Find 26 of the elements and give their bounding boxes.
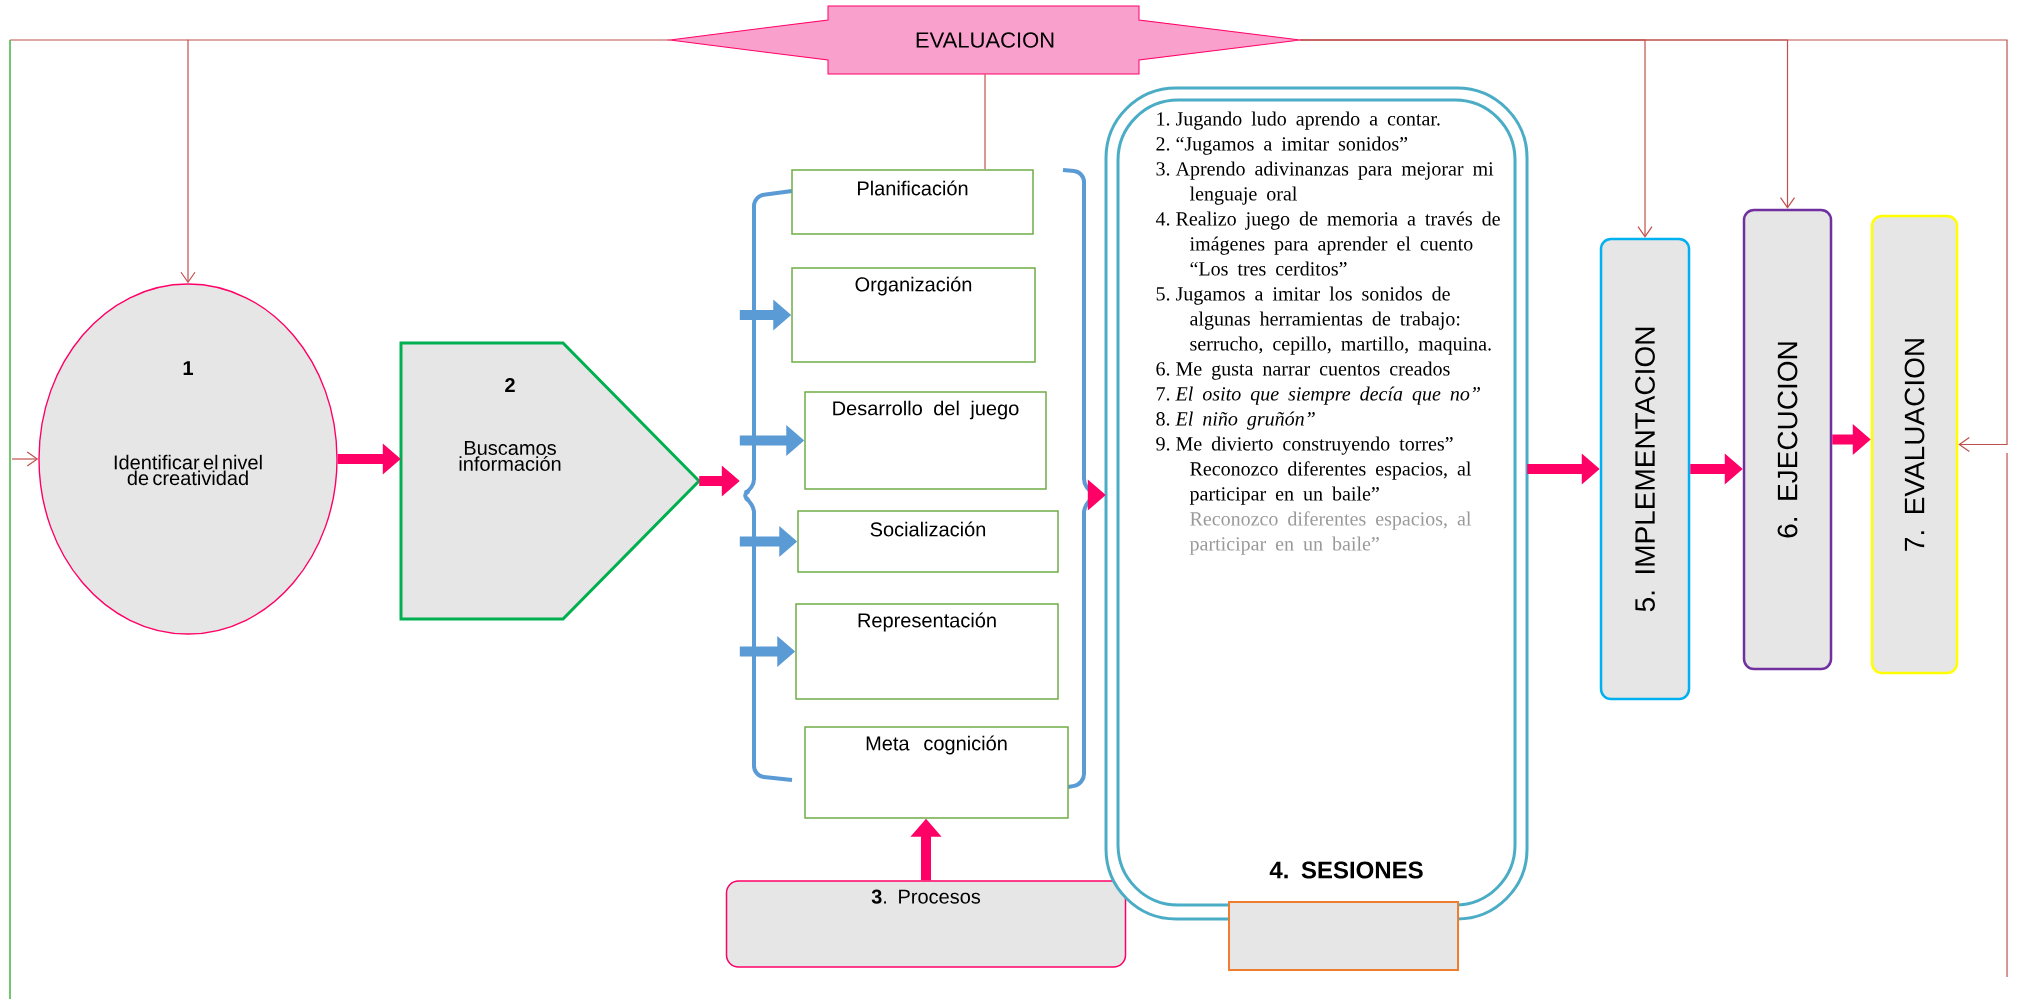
arrow — [1299, 39, 2008, 453]
stage-box: 7. EVALUACION — [1870, 214, 1959, 675]
stage-box: 5. IMPLEMENTACION — [1599, 237, 1691, 701]
list-item: 2. “Jugamos a imitar sonidos” — [1156, 136, 1408, 155]
stage-box: 6. EJECUCION — [1742, 208, 1833, 671]
list-item: 4. Realizo juego de memoria a través de imágenes para aprender el cuento “Los tres cerditos” — [1155, 211, 1500, 276]
list-item: 3. Aprendo adivinanzas para mejorar mi lenguaje oral — [1156, 161, 1494, 205]
process-box: Planificación — [791, 169, 1034, 235]
list-item: 9. Me divierto construyendo torres” — [1156, 436, 1453, 455]
list-item: 6. Me gusta narrar cuentos creados — [1156, 361, 1450, 380]
list-item: Reconozco diferentes espacios, al participar en un baile” — [1189, 461, 1472, 505]
list-item: 7. El osito que siempre decía que no” — [1156, 386, 1480, 405]
empty-box — [1228, 901, 1459, 971]
rounded-panel: 1. Jugando ludo aprendo a contar. 2. “Jugamos a imitar sonidos” 3. Aprendo adivinanzas para mejorar mi lenguaje oral 4. Realizo juego de memoria a través de imágenes para aprender el cuento “Los tres cerditos” 5. Jugamos a imitar los sonidos de algunas herramientas de trabajo: serrucho, cepillo, martillo, maquina. 6. Me gusta narrar cuentos creados 7. El osito que siempre decía que no” 8. El niño gruñón” 9. Me divierto construyendo torres” Reconozco diferentes espacios, al participar en un baile” Reconozco diferentes espacios, al participar en un baile” 4. SESIONES — [1104, 86, 1529, 921]
process-box: Socialización — [797, 510, 1059, 573]
list-item: 1. Jugando ludo aprendo a contar. — [1157, 111, 1440, 130]
arrow — [180, 39, 671, 284]
list-item: 5. Jugamos a imitar los sonidos de algunas herramientas de trabajo: serrucho, cepillo, martillo, maquina. — [1156, 286, 1491, 355]
list-item: 8. El niño gruñón” — [1156, 411, 1315, 430]
arrow — [11, 451, 39, 467]
process-box: Organización — [791, 267, 1036, 363]
process-box: 3. Procesos — [725, 880, 1127, 968]
process-box: Representación — [795, 603, 1059, 700]
process-box: Meta cognición — [804, 726, 1069, 819]
process-box: Desarrollo del juego — [804, 391, 1047, 490]
list-item: Reconozco diferentes espacios, al participar en un baile” — [1189, 511, 1472, 555]
